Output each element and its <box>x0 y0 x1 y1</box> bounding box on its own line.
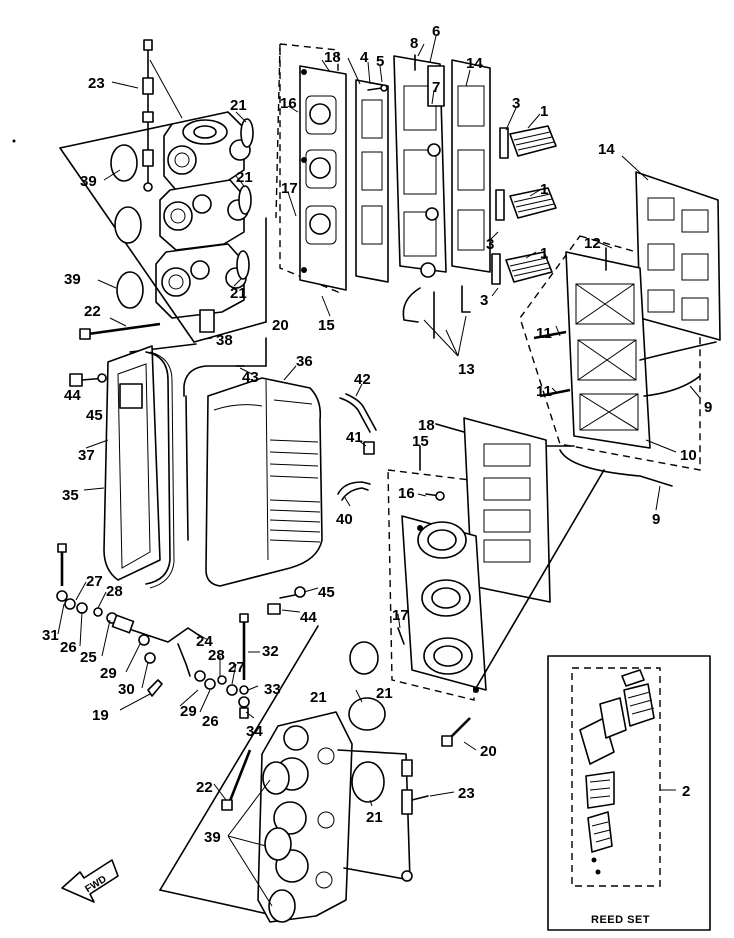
callout-c45b: 45 <box>318 584 335 601</box>
callout-c11a: 11 <box>536 325 552 342</box>
intake-silencer <box>205 365 377 615</box>
reed-set-frame <box>547 655 711 931</box>
callout-c16a: 16 <box>280 95 297 112</box>
callout-c21a: 21 <box>230 97 247 114</box>
callout-c21f: 21 <box>366 809 383 826</box>
callout-c22b: 22 <box>196 779 213 796</box>
callout-c18b: 18 <box>418 417 435 434</box>
callout-c1c: 1 <box>540 245 548 262</box>
callout-c35: 35 <box>62 487 79 504</box>
callout-c10: 10 <box>680 447 697 464</box>
callout-c36: 36 <box>296 353 313 370</box>
callout-c30: 30 <box>118 681 135 698</box>
callout-c9a: 9 <box>704 399 712 416</box>
callout-c45a: 45 <box>86 407 103 424</box>
upper-manifold-assembly <box>275 35 557 357</box>
callout-c14a: 14 <box>466 55 483 72</box>
callout-c11b: 11 <box>536 383 552 400</box>
crankcase-cover-assembly <box>519 155 721 511</box>
fwd-arrow-icon: FWD <box>61 859 119 903</box>
callout-c32: 32 <box>262 643 279 660</box>
lower-carburetor-assembly <box>159 625 455 923</box>
callout-c15b: 15 <box>412 433 429 450</box>
silencer-cover-assembly <box>69 337 267 589</box>
callout-c29a: 29 <box>100 665 117 682</box>
callout-c20b: 20 <box>480 743 497 760</box>
callout-c39a: 39 <box>80 173 97 190</box>
callout-c17a: 17 <box>281 180 298 197</box>
callout-c41: 41 <box>346 429 363 446</box>
callout-c13: 13 <box>458 361 475 378</box>
callout-c25: 25 <box>80 649 97 666</box>
callout-c19: 19 <box>92 707 109 724</box>
callout-c23a: 23 <box>88 75 105 92</box>
callout-c15a: 15 <box>318 317 335 334</box>
callout-c21c: 21 <box>230 285 247 302</box>
callout-c34: 34 <box>246 723 263 740</box>
callout-c3a: 3 <box>512 95 520 112</box>
callout-c29b: 29 <box>180 703 197 720</box>
callout-c12: 12 <box>584 235 601 252</box>
callout-c38: 38 <box>216 332 233 349</box>
callout-c23b: 23 <box>458 785 475 802</box>
callout-c40: 40 <box>336 511 353 528</box>
upper-carburetor-assembly <box>59 39 267 353</box>
callout-c17b: 17 <box>392 607 409 624</box>
callout-c1a: 1 <box>540 103 548 120</box>
callout-c20a: 20 <box>272 317 289 334</box>
reed-set-label: REED SET <box>591 914 650 926</box>
callout-c22a: 22 <box>84 303 101 320</box>
callout-c21e: 21 <box>310 689 327 706</box>
callout-c8: 8 <box>410 35 418 52</box>
callout-c18a: 18 <box>324 49 341 66</box>
callout-c44a: 44 <box>64 387 81 404</box>
callout-c16b: 16 <box>398 485 415 502</box>
callout-c27b: 27 <box>228 659 245 676</box>
callout-c5: 5 <box>376 53 384 70</box>
reed-set-box: REED SET <box>547 655 711 931</box>
callout-c21b: 21 <box>236 169 253 186</box>
callout-c14b: 14 <box>598 141 615 158</box>
callout-c39b: 39 <box>64 271 81 288</box>
callout-c31: 31 <box>42 627 59 644</box>
callout-c9b: 9 <box>652 511 660 528</box>
callout-c28a: 28 <box>106 583 123 600</box>
callout-c37: 37 <box>78 447 95 464</box>
callout-c26b: 26 <box>202 713 219 730</box>
callout-c24: 24 <box>196 633 213 650</box>
callout-c26a: 26 <box>60 639 77 656</box>
callout-c33: 33 <box>264 681 281 698</box>
callout-c44b: 44 <box>300 609 317 626</box>
lower-manifold-assembly <box>387 417 605 751</box>
linkage-parts <box>56 543 260 719</box>
callout-c27a: 27 <box>86 573 103 590</box>
callout-c6: 6 <box>432 23 440 40</box>
callout-c2: 2 <box>682 783 690 800</box>
callout-c42: 42 <box>354 371 371 388</box>
callout-c1b: 1 <box>540 181 548 198</box>
callout-c39c: 39 <box>204 829 221 846</box>
callout-c28b: 28 <box>208 647 225 664</box>
callout-c21d: 21 <box>376 685 393 702</box>
callout-c43: 43 <box>242 369 259 386</box>
stray-dot <box>12 139 16 143</box>
callout-c7: 7 <box>432 79 440 96</box>
callout-c3b: 3 <box>486 236 494 253</box>
callout-c3c: 3 <box>480 292 488 309</box>
callout-c4: 4 <box>360 49 369 66</box>
